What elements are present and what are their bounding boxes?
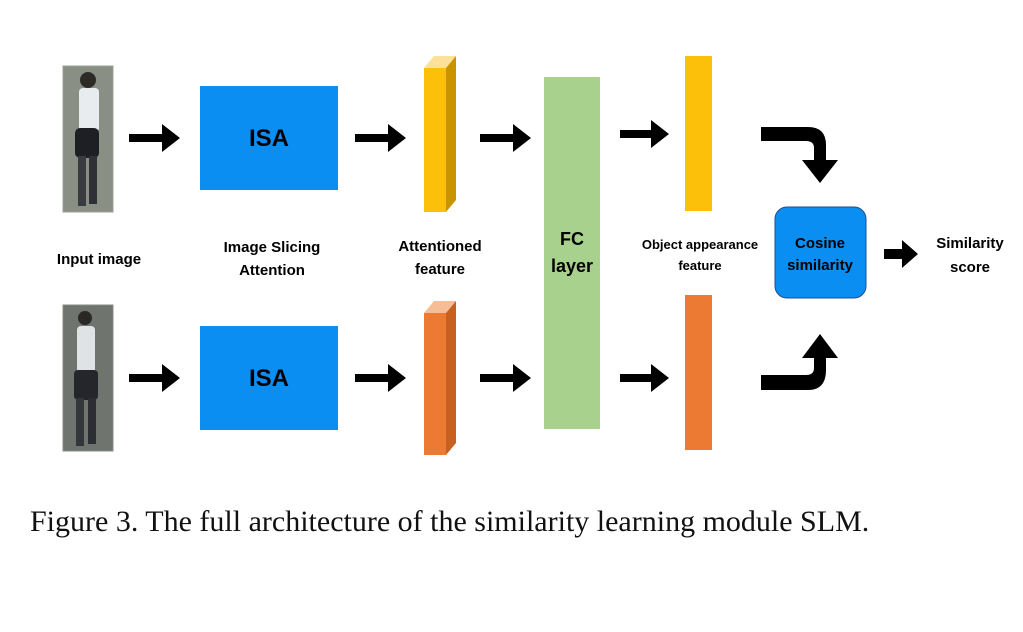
isa-box-label: ISA [249,125,289,152]
arrow-right-icon [480,124,531,152]
isa-box-top: ISA [200,86,338,190]
cosine-label-line1: Cosine [795,235,845,252]
attentioned-label-line1: Attentioned [398,238,481,255]
cosine-label-line2: similarity [787,257,854,274]
isa-box-label: ISA [249,365,289,392]
isa-caption-line1: Image Slicing [224,239,321,256]
attentioned-feature-bottom [424,301,456,455]
fc-layer: FC layer [544,77,600,429]
input-image-bottom [62,304,114,452]
arrow-right-icon [620,120,669,148]
arrow-right-icon [355,124,406,152]
arrow-right-icon [620,364,669,392]
input-image-label: Input image [57,251,141,268]
attentioned-label-line2: feature [415,261,465,278]
object-feature-label-line1: Object appearance [642,237,758,252]
arrow-right-icon [129,364,180,392]
attentioned-feature-top [424,56,456,212]
cosine-similarity-box: Cosine similarity [774,206,867,299]
arrow-right-icon [355,364,406,392]
object-feature-bottom [685,295,712,450]
arrow-right-icon [884,240,918,268]
fc-label-line2: layer [551,256,593,276]
arrow-right-icon [129,124,180,152]
figure-caption: Figure 3. The full architecture of the s… [30,505,870,538]
object-feature-label-line2: feature [678,258,721,273]
arrow-right-icon [480,364,531,392]
curved-arrow-up-icon [761,334,838,390]
fc-label-line1: FC [560,229,584,249]
isa-box-bottom: ISA [200,326,338,430]
isa-caption-line2: Attention [239,262,305,279]
similarity-score-label-line2: score [950,259,990,276]
similarity-score-label-line1: Similarity [936,235,1004,252]
object-feature-top [685,56,712,211]
curved-arrow-down-icon [761,127,838,183]
input-image-top [62,65,114,213]
